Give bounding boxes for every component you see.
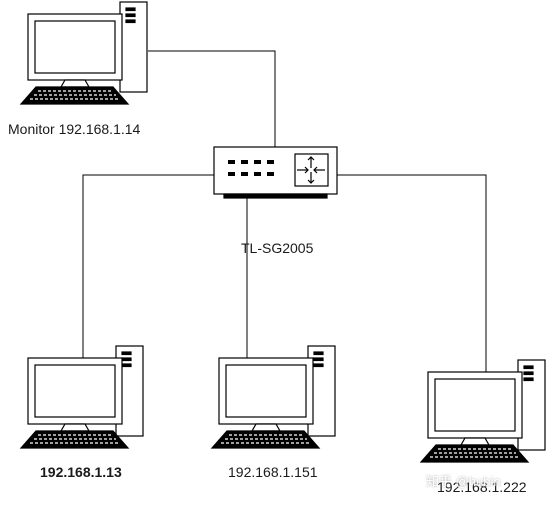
- switch-device-icon: [213, 146, 338, 199]
- connection-lines: [82, 50, 487, 372]
- watermark: 知乎 @hubin: [426, 474, 501, 489]
- host-151-computer-icon: [210, 345, 336, 449]
- link-host222-switch: [337, 174, 487, 372]
- host-222-label: 192.168.1.222: [437, 479, 527, 495]
- monitor-computer-icon: [19, 1, 148, 105]
- monitor-label: Monitor 192.168.1.14: [8, 121, 141, 137]
- host-13-computer-icon: [19, 345, 144, 449]
- link-host13-switch: [82, 174, 214, 358]
- host-13-label: 192.168.1.13: [40, 464, 122, 480]
- switch-label: TL-SG2005: [241, 240, 314, 256]
- link-monitor-switch: [148, 50, 276, 147]
- host-151-label: 192.168.1.151: [228, 464, 318, 480]
- host-222-computer-icon: [419, 359, 546, 463]
